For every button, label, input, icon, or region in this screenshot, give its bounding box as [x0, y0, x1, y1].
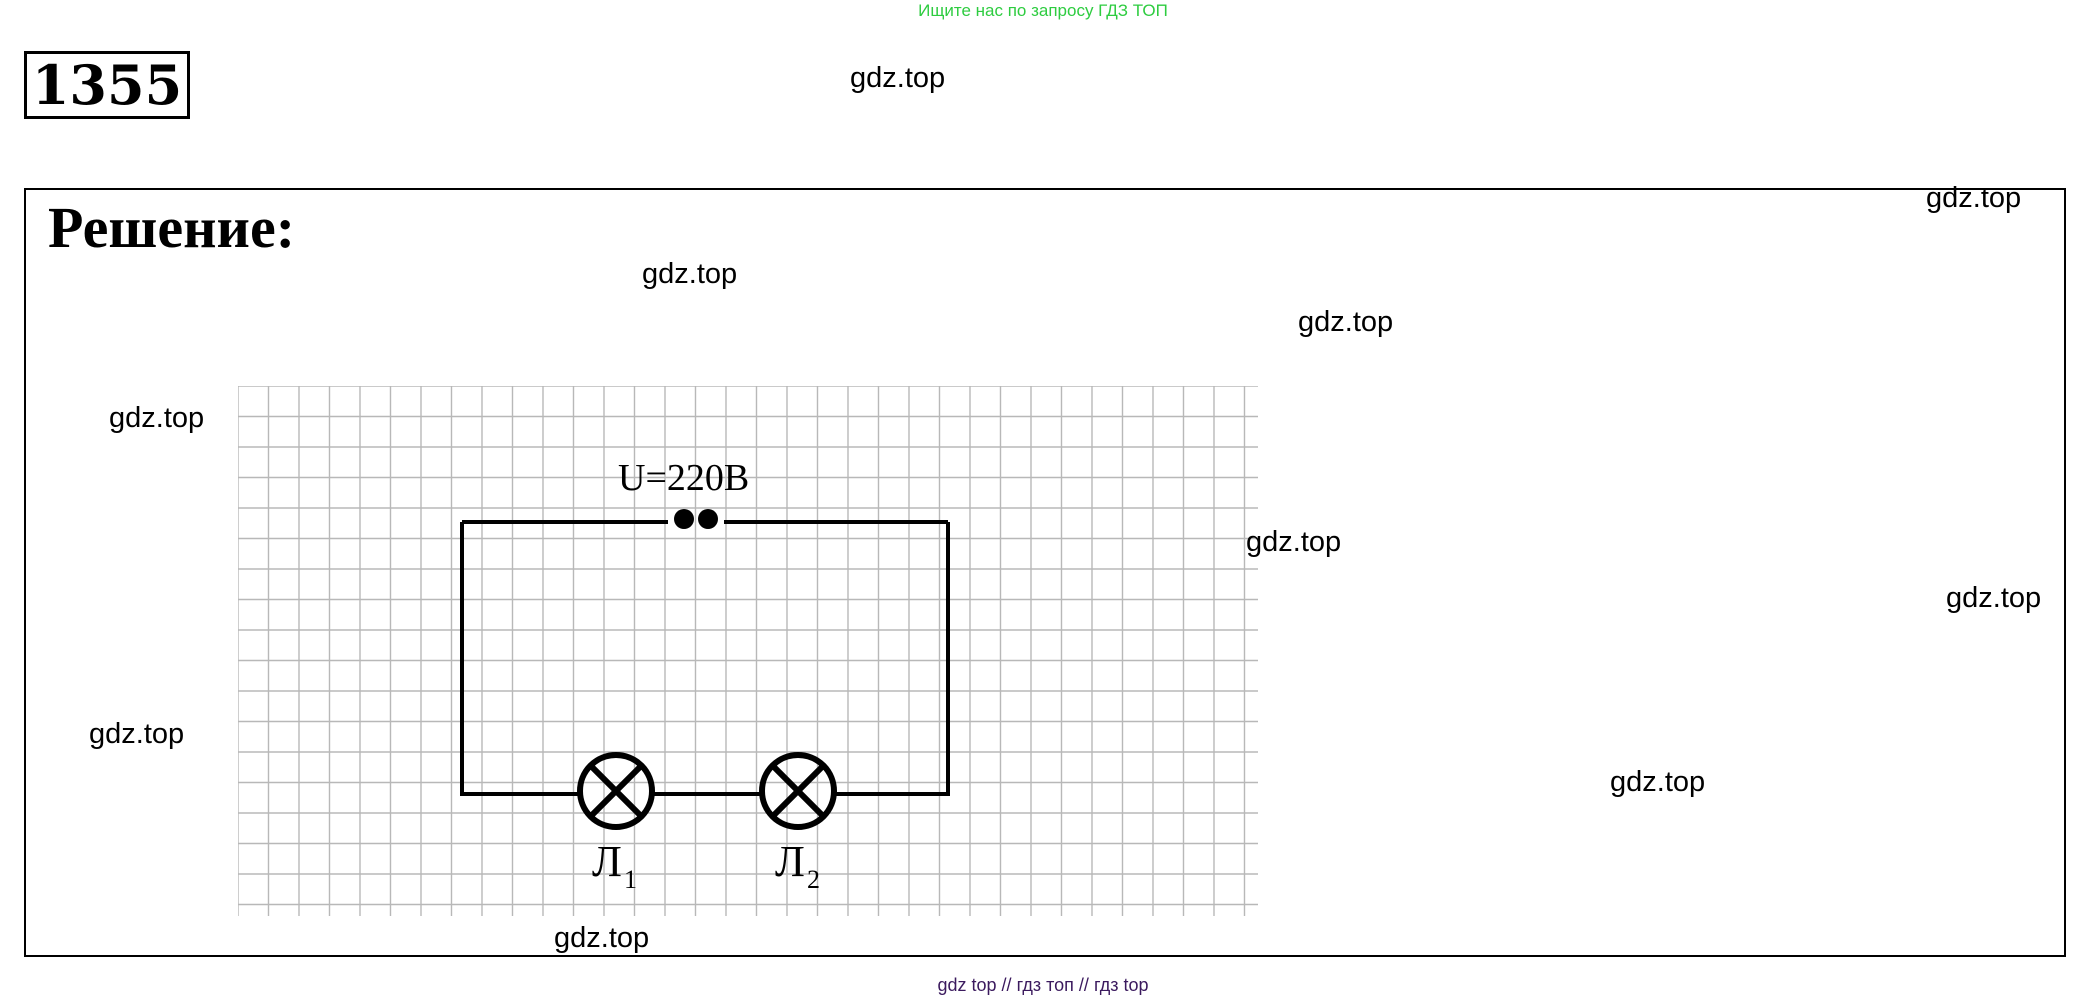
lamp-1-subscript: 1 — [624, 865, 637, 894]
voltage-label: U=220В — [618, 457, 749, 499]
power-terminals — [674, 509, 718, 529]
footer-link-gdz-top-mixed[interactable]: гдз top — [1093, 975, 1149, 995]
wire-right — [836, 522, 950, 796]
lamp-2-label: Л — [775, 837, 805, 886]
watermark: gdz.top — [1298, 306, 1394, 338]
wire-left — [460, 522, 578, 796]
watermark: gdz.top — [1246, 526, 1342, 558]
watermark: gdz.top — [109, 402, 205, 434]
footer-link-gdz-top[interactable]: gdz top — [937, 975, 997, 995]
task-number: 1355 — [24, 51, 190, 119]
lamp-2 — [759, 752, 837, 830]
solution-box: Решение: — [24, 188, 2066, 957]
lamp-2-circle — [759, 752, 837, 830]
lamp-1-label: Л — [592, 837, 622, 886]
terminal-left — [674, 509, 694, 529]
watermark: gdz.top — [89, 718, 185, 750]
lamp-2-subscript: 2 — [807, 865, 820, 894]
footer-separator: // — [1078, 975, 1089, 995]
search-hint: Ищите нас по запросу ГДЗ ТОП — [918, 1, 1168, 20]
footer-link-gdz-top-ru[interactable]: гдз топ — [1016, 975, 1074, 995]
watermark: gdz.top — [850, 62, 946, 94]
grid-paper — [238, 386, 1258, 916]
footer-links: gdz top // гдз топ // гдз top — [0, 975, 2086, 996]
circuit-wires — [460, 520, 950, 796]
lamp-1-cross-b — [588, 763, 644, 819]
circuit-diagram: U=220В Л 1 Л 2 — [238, 386, 1258, 916]
watermark: gdz.top — [1926, 182, 2022, 214]
terminal-right — [698, 509, 718, 529]
footer-separator: // — [1001, 975, 1012, 995]
watermark: gdz.top — [1946, 582, 2042, 614]
lamp-1-circle — [577, 752, 655, 830]
watermark: gdz.top — [1610, 766, 1706, 798]
lamp-1 — [577, 752, 655, 830]
lamp-2-cross-b — [770, 763, 826, 819]
solution-title: Решение: — [48, 195, 296, 260]
watermark: gdz.top — [554, 922, 650, 954]
watermark: gdz.top — [642, 258, 738, 290]
